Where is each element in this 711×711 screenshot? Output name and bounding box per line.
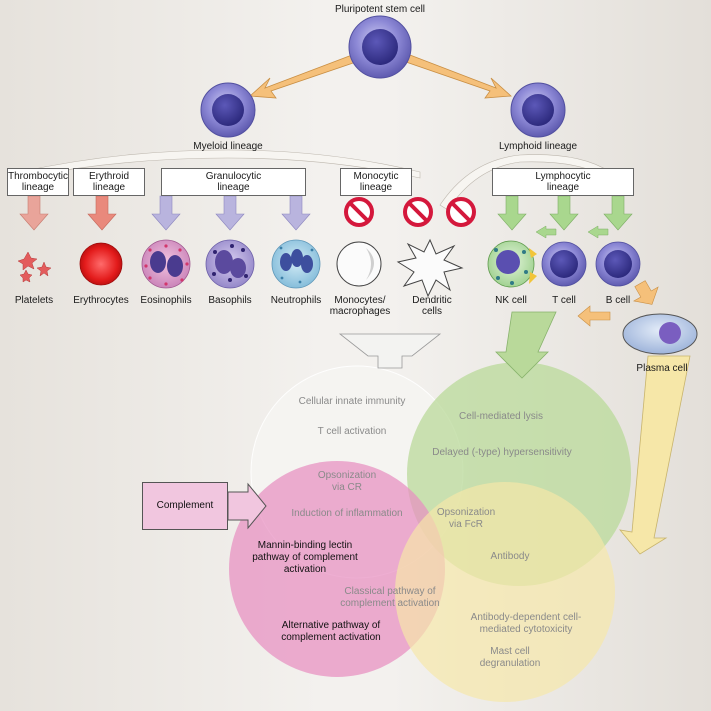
venn-alternative: Alternative pathway of complement activa… xyxy=(281,620,381,643)
eosinophils-label: Eosinophils xyxy=(140,295,192,306)
stem-cell-icon xyxy=(348,15,412,79)
nk-cell-icon xyxy=(487,240,535,288)
stem-cell-label: Pluripotent stem cell xyxy=(334,4,426,15)
prohibit-icon-1 xyxy=(344,197,374,227)
myeloid-lineage-label: Myeloid lineage xyxy=(193,141,263,152)
lymphoid-precursor-icon xyxy=(510,82,566,138)
complement-arrow xyxy=(227,482,267,530)
monocyte-icon xyxy=(336,241,382,287)
b-cell-label: B cell xyxy=(605,295,631,306)
venn-induction: Induction of inflammation xyxy=(291,508,403,519)
venn-antibody: Antibody xyxy=(490,551,530,562)
eosinophil-icon xyxy=(141,239,191,289)
t-cell-icon xyxy=(541,241,587,287)
complement-box: Complement xyxy=(142,482,228,530)
lymphoid-lineage-label: Lymphoid lineage xyxy=(498,141,578,152)
erythroid-lineage-box: Erythroid lineage xyxy=(73,168,145,196)
venn-adcc: Antibody-dependent cell- mediated cytoto… xyxy=(470,612,582,635)
venn-delayed: Delayed (-type) hypersensitivity xyxy=(432,447,572,458)
thrombocytic-lineage-box: Thrombocytic lineage xyxy=(7,168,69,196)
arrow-b xyxy=(603,195,633,231)
b-cell-icon xyxy=(595,241,641,287)
neutrophils-label: Neutrophils xyxy=(270,295,322,306)
monocytes-label: Monocytes/ macrophages xyxy=(329,295,391,317)
platelets-icon xyxy=(17,251,52,283)
basophil-icon xyxy=(205,239,255,289)
arrow-to-lymphoid xyxy=(405,54,512,99)
arrow-to-myeloid xyxy=(249,54,357,99)
venn-antibody-circle xyxy=(395,482,615,702)
granulocytic-lineage-box: Granulocytic lineage xyxy=(161,168,306,196)
venn-mannin: Mannin-binding lectin pathway of complem… xyxy=(252,540,358,575)
venn-opson-cr: Opsonization via CR xyxy=(317,470,377,493)
arrow-t xyxy=(549,195,579,231)
arrow-to-t-orange xyxy=(577,305,611,327)
funnel-monocytes xyxy=(338,333,442,369)
arrow-basophils xyxy=(215,195,245,231)
prohibit-icon-3 xyxy=(446,197,476,227)
arrow-eosinophils xyxy=(151,195,181,231)
venn-cell-lysis: Cell-mediated lysis xyxy=(459,411,543,422)
myeloid-precursor-icon xyxy=(200,82,256,138)
plasma-cell-icon xyxy=(622,313,698,355)
venn-complement-circle xyxy=(229,461,445,677)
arrow-neutrophils xyxy=(281,195,311,231)
venn-t-activation: T cell activation xyxy=(317,426,387,437)
arrow-yellow-t-nk xyxy=(529,248,537,258)
prohibit-icon-2 xyxy=(403,197,433,227)
venn-opson-fcr: Opsonization via FcR xyxy=(436,507,496,530)
arrow-platelets xyxy=(19,195,49,231)
funnel-lymphocytes xyxy=(495,311,557,379)
basophils-label: Basophils xyxy=(208,295,252,306)
plasma-cell-label: Plasma cell xyxy=(636,363,688,374)
arrow-yellow-t-nk-2 xyxy=(529,272,537,284)
monocytic-lineage-box: Monocytic lineage xyxy=(340,168,412,196)
arrow-nk-to-t xyxy=(535,225,557,239)
dendritic-cell-icon xyxy=(396,238,464,298)
venn-mast: Mast cell degranulation xyxy=(479,646,541,669)
arrow-erythrocytes xyxy=(87,195,117,231)
t-cell-label: T cell xyxy=(552,295,576,306)
arrow-nk xyxy=(497,195,527,231)
neutrophil-icon xyxy=(271,239,321,289)
erythrocytes-label: Erythrocytes xyxy=(73,295,129,306)
platelets-label: Platelets xyxy=(14,295,54,306)
venn-cellular-innate: Cellular innate immunity xyxy=(298,396,406,407)
arrow-b-to-plasma xyxy=(633,280,659,305)
lymphocytic-lineage-box: Lymphocytic lineage xyxy=(492,168,634,196)
nk-cell-label: NK cell xyxy=(495,295,527,306)
venn-classical: Classical pathway of complement activati… xyxy=(340,586,440,609)
arrow-t-to-b xyxy=(587,225,609,239)
erythrocyte-icon xyxy=(79,242,123,286)
myeloid-branch-band xyxy=(19,149,421,179)
dendritic-label: Dendritic cells xyxy=(412,295,452,317)
arrow-plasma-to-antibody xyxy=(619,355,691,555)
